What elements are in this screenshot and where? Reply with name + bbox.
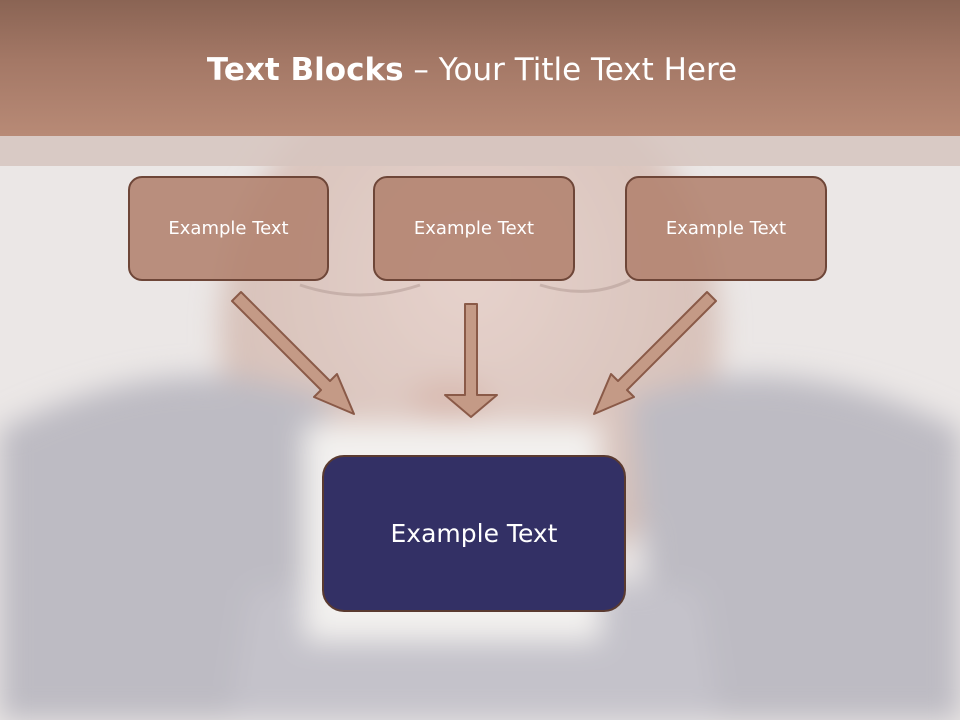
title-bar (0, 0, 960, 136)
text-block-top-right[interactable]: Example Text (625, 176, 827, 281)
text-block-center[interactable]: Example Text (322, 455, 626, 612)
arrow-middle-vertical (444, 303, 498, 418)
text-block-label: Example Text (413, 218, 535, 239)
title-accent-strip (0, 136, 960, 166)
title-dash: – (413, 52, 429, 88)
text-block-top-left[interactable]: Example Text (128, 176, 329, 281)
arrow-left-diagonal (231, 291, 355, 415)
text-block-label: Example Text (390, 519, 558, 548)
title-bold-part: Text Blocks (206, 52, 404, 88)
text-block-label: Example Text (168, 218, 289, 239)
slide-title: Text Blocks – Your Title Text Here (0, 52, 944, 88)
title-rest: Your Title Text Here (438, 52, 738, 88)
arrow-right-diagonal (593, 291, 717, 415)
text-block-label: Example Text (665, 218, 787, 239)
text-block-top-middle[interactable]: Example Text (373, 176, 575, 281)
